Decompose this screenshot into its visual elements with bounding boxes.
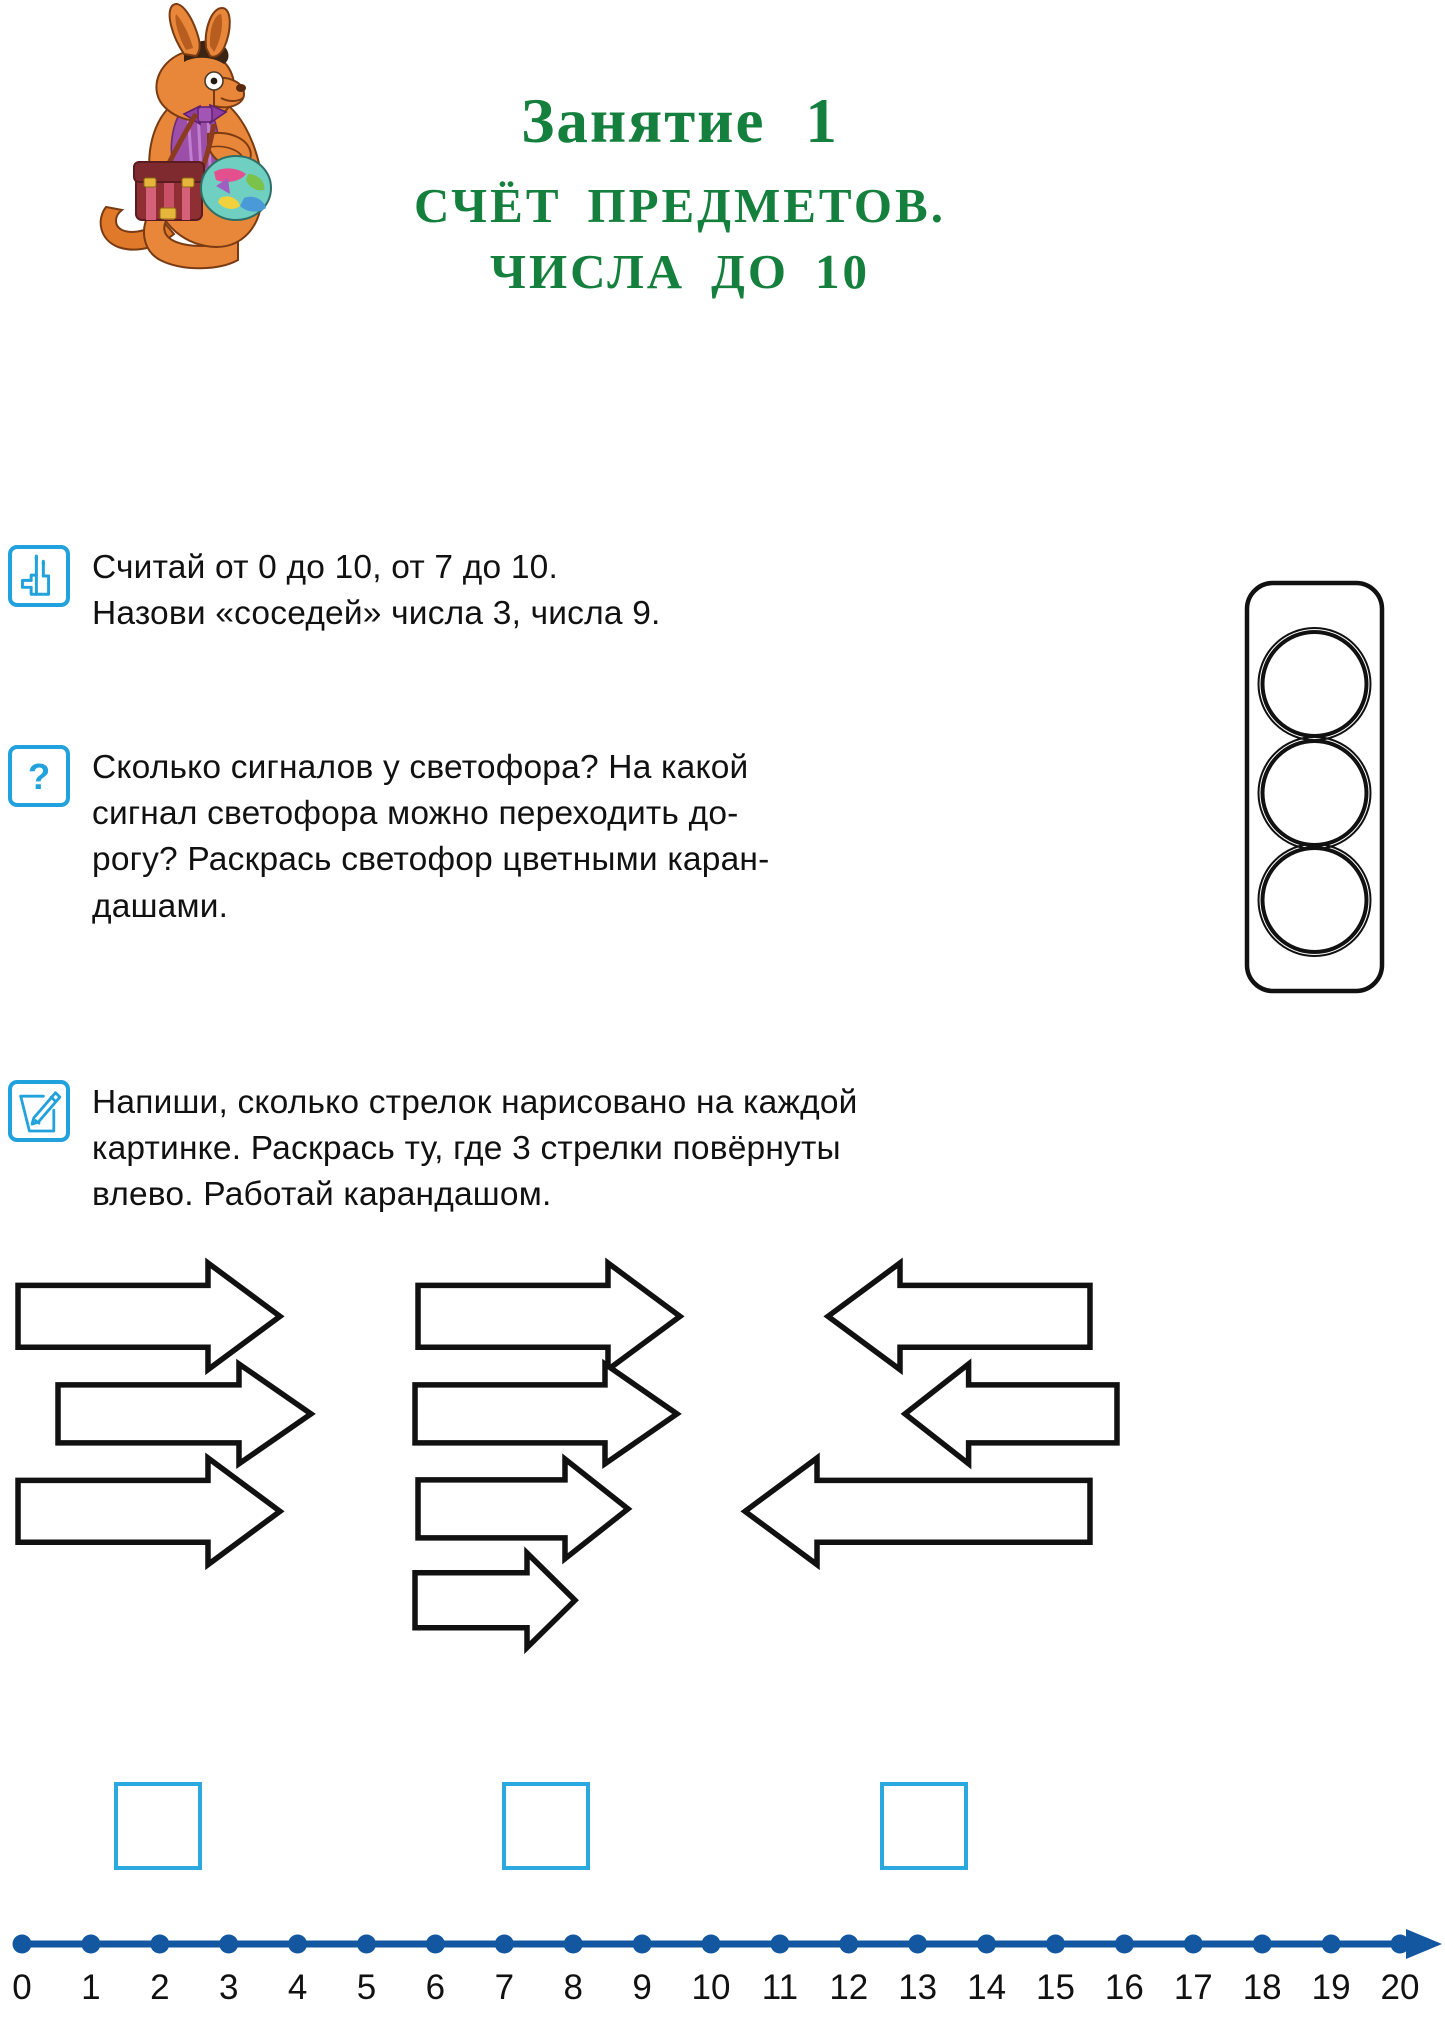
number-line-label: 13: [898, 1968, 938, 2007]
lesson-subtitle-line-2: ЧИСЛА ДО 10: [300, 242, 1060, 302]
lesson-number: 1: [805, 86, 839, 156]
subtitle-word-2: ПРЕДМЕТОВ.: [587, 178, 946, 234]
exercise-2-line-3: рогу? Раскрась светофор цветными каран-: [92, 841, 770, 879]
number-line-tick-dot[interactable]: [150, 1934, 170, 1954]
arrow-shape[interactable]: [407, 1356, 685, 1472]
lesson-title-word: Занятие: [521, 86, 766, 156]
number-line-label: 0: [12, 1968, 32, 2007]
number-line-tick-dot[interactable]: [1252, 1934, 1272, 1954]
number-line-tick-dot[interactable]: [1114, 1934, 1134, 1954]
number-line-tick-dot[interactable]: [977, 1934, 997, 1954]
number-line-label: 18: [1242, 1968, 1282, 2007]
lesson-title-line: Занятие 1: [300, 88, 1060, 154]
answer-box-1[interactable]: [114, 1782, 202, 1870]
number-line-label: 1: [81, 1968, 101, 2007]
traffic-light-outline[interactable]: [1242, 578, 1387, 996]
arrow-shape[interactable]: [897, 1356, 1125, 1472]
question-mark-icon: ?: [8, 745, 70, 807]
number-line-label: 12: [829, 1968, 869, 2007]
arrow-shape[interactable]: [410, 1451, 636, 1567]
exercise-2: ? Сколько сигналов у светофора? На какой…: [8, 745, 963, 930]
number-line-tick-dot[interactable]: [425, 1934, 445, 1954]
exercise-2-line-4: дашами.: [92, 887, 229, 925]
number-line-tick-dot[interactable]: [357, 1934, 376, 1954]
number-line-label: 9: [632, 1968, 652, 2007]
arrow-shape[interactable]: [50, 1356, 319, 1472]
exercise-3-line-2: картинке. Раскрась ту, где 3 стрелки пов…: [92, 1130, 841, 1168]
lesson-subtitle-line-1: СЧЁТ ПРЕДМЕТОВ.: [300, 176, 1060, 236]
svg-text:?: ?: [28, 756, 50, 797]
exercise-3-line-3: влево. Работай карандашом.: [92, 1176, 552, 1214]
number-line-label: 15: [1036, 1968, 1075, 2007]
exercise-1-text: Считай от 0 до 10, от 7 до 10. Назови «с…: [92, 545, 908, 637]
answer-box-2[interactable]: [502, 1782, 590, 1870]
arrow-shape[interactable]: [10, 1450, 288, 1573]
number-line-tick-dot[interactable]: [81, 1934, 101, 1954]
subtitle-word-4: ДО: [711, 243, 789, 299]
exercise-1-line-1: Считай от 0 до 10, от 7 до 10.: [92, 549, 558, 586]
number-line-tick-dot[interactable]: [1390, 1934, 1410, 1954]
exercise-3: Напиши, сколько стрелок нарисовано на ка…: [8, 1080, 1168, 1219]
number-line-label: 7: [494, 1968, 515, 2007]
exercise-2-line-1: Сколько сигналов у светофора? На какой: [92, 749, 749, 786]
number-line-tick-dot[interactable]: [770, 1934, 790, 1954]
number-line-label: 2: [150, 1968, 170, 2007]
number-line-label: 11: [761, 1968, 799, 2007]
number-line-tick-dot[interactable]: [494, 1934, 514, 1954]
number-line-label: 3: [218, 1968, 239, 2007]
number-line-label: 19: [1311, 1968, 1351, 2007]
number-line-label: 5: [356, 1968, 377, 2007]
pencil-write-icon: [8, 1080, 70, 1142]
traffic-signal-bottom: [1260, 846, 1369, 954]
subtitle-word-1: СЧЁТ: [414, 178, 562, 234]
exercise-3-line-1: Напиши, сколько стрелок нарисовано на ка…: [92, 1084, 858, 1121]
number-line-tick-dot[interactable]: [839, 1934, 859, 1954]
arrow-shape[interactable]: [820, 1255, 1098, 1378]
number-line-tick-dot[interactable]: [701, 1934, 721, 1954]
number-line-tick-dot[interactable]: [1046, 1934, 1065, 1954]
number-line-label: 10: [691, 1968, 731, 2007]
subtitle-word-5: 10: [814, 243, 870, 299]
number-line-tick-dot[interactable]: [563, 1934, 583, 1954]
traffic-signal-top: [1260, 630, 1369, 738]
exercise-1: Считай от 0 до 10, от 7 до 10. Назови «с…: [8, 545, 908, 637]
kangaroo-mascot: [88, 2, 278, 292]
traffic-signal-middle: [1260, 739, 1369, 847]
number-line-tick-dot[interactable]: [12, 1934, 32, 1954]
exercise-2-line-2: сигнал светофора можно переходить до-: [92, 795, 739, 833]
page-title: Занятие 1 СЧЁТ ПРЕДМЕТОВ. ЧИСЛА ДО 10: [300, 88, 1060, 302]
arrow-shape[interactable]: [10, 1255, 288, 1378]
number-line-label: 14: [967, 1968, 1007, 2007]
number-line-tick-dot[interactable]: [1183, 1934, 1203, 1954]
exercise-1-line-2: Назови «соседей» числа 3, числа 9.: [92, 595, 661, 633]
number-line-label: 8: [563, 1968, 583, 2007]
subtitle-word-3: ЧИСЛА: [490, 243, 686, 299]
number-line-arrow-head: [1406, 1929, 1442, 1959]
number-line-tick-dot[interactable]: [632, 1934, 652, 1954]
number-line-label: 4: [287, 1968, 308, 2007]
number-line-label: 20: [1380, 1968, 1420, 2007]
arrow-shape[interactable]: [737, 1450, 1098, 1573]
number-line-label: 16: [1104, 1968, 1144, 2007]
number-line-tick-dot[interactable]: [288, 1934, 308, 1954]
answer-box-3[interactable]: [880, 1782, 968, 1870]
number-line-label: 17: [1173, 1968, 1213, 2007]
exercise-2-text: Сколько сигналов у светофора? На какой с…: [92, 745, 962, 930]
exercise-3-text: Напиши, сколько стрелок нарисовано на ка…: [92, 1080, 1167, 1219]
arrow-shape[interactable]: [407, 1545, 583, 1656]
number-line-tick-dot[interactable]: [908, 1934, 928, 1954]
number-line-tick-dot[interactable]: [1321, 1934, 1341, 1954]
number-line-tick-dot[interactable]: [219, 1934, 239, 1954]
arrow-shape[interactable]: [410, 1255, 688, 1378]
arrow-picture-groups: [0, 1257, 1445, 1785]
number-line-label: 6: [425, 1968, 446, 2007]
hand-count-icon: [8, 545, 70, 607]
